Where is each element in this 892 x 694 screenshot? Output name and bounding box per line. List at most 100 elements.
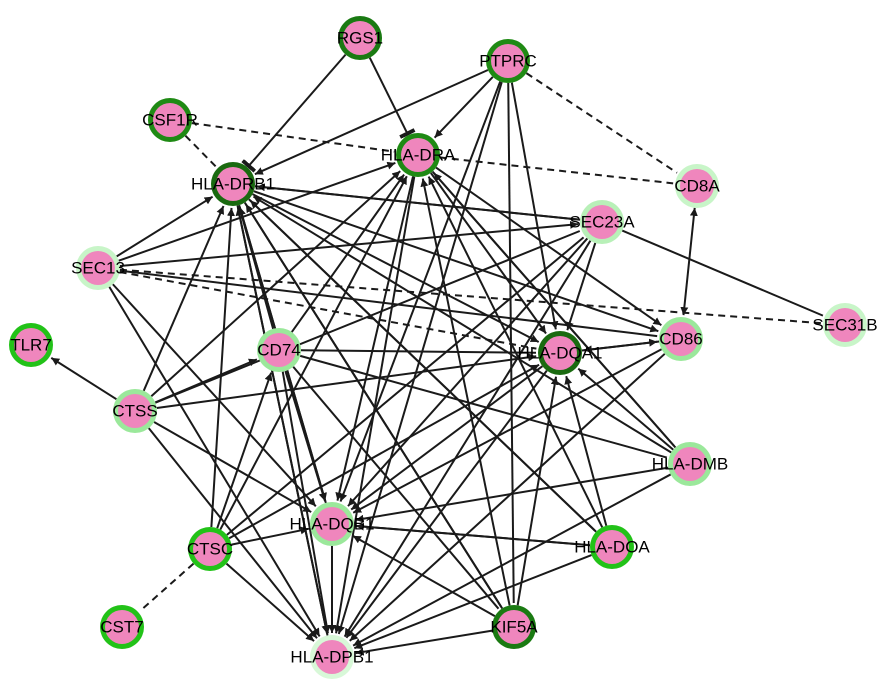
edge-kif5a-to-hla-dqa1 (516, 376, 559, 606)
node-cst7[interactable]: CST7 (100, 605, 144, 649)
edge-rgs1-to-hla-dra (368, 57, 416, 139)
node-core (664, 322, 698, 356)
edge-ctss-to-hla-dqb1 (153, 421, 312, 513)
node-rgs1[interactable]: RGS1 (337, 16, 383, 60)
edge-hla-dpb1-to-hla-drb1 (235, 207, 329, 636)
node-core (343, 21, 377, 55)
node-core (81, 251, 115, 285)
node-tlr7[interactable]: TLR7 (9, 323, 53, 367)
node-core (491, 44, 525, 78)
node-label: CD86 (659, 330, 702, 349)
edge-ctsc-to-hla-dra (219, 175, 408, 531)
edge-ctss-to-hla-dra (150, 170, 401, 397)
node-kif5a[interactable]: KIF5A (490, 605, 538, 649)
node-csf1r[interactable]: CSF1R (142, 98, 198, 142)
edge-ctss-to-hla-dpb1 (147, 427, 318, 639)
edge-ptprc-to-hla-dqa1 (510, 82, 559, 330)
edge-sec23a-to-sec31b (621, 229, 824, 317)
edge-ptprc-to-hla-dra (433, 76, 494, 139)
edge-cd74-to-hla-dpb1 (281, 371, 331, 634)
node-label: HLA-DRA (381, 146, 456, 165)
node-core (216, 167, 250, 201)
edge-hla-dmb-to-hla-dpb1 (352, 473, 672, 647)
node-core (193, 532, 227, 566)
edge-kif5a-to-hla-dqb1 (352, 534, 496, 618)
node-core (262, 333, 296, 367)
node-ctss[interactable]: CTSS (112, 389, 158, 433)
edge-ctss-to-hla-drb1 (142, 205, 225, 392)
edge-sec13-to-hla-dqb1 (112, 283, 317, 507)
node-label: CD74 (257, 341, 300, 360)
node-label: HLA-DMB (652, 455, 729, 474)
node-cd8a[interactable]: CD8A (674, 164, 720, 208)
node-sec23a[interactable]: SEC23A (569, 200, 635, 244)
node-label: TLR7 (10, 336, 52, 355)
node-sec31b[interactable]: SEC31B (812, 303, 878, 347)
edge-cd74-to-kif5a (292, 366, 500, 610)
node-label: HLA-DQB1 (289, 515, 374, 534)
node-label: CST7 (100, 618, 143, 637)
node-ptprc[interactable]: PTPRC (479, 39, 537, 83)
node-hla-doa[interactable]: HLA-DOA (574, 525, 650, 569)
edge-kif5a-to-hla-drb1 (245, 203, 504, 609)
node-label: CTSS (112, 402, 157, 421)
node-hla-dqb1[interactable]: HLA-DQB1 (289, 502, 375, 546)
edge-hla-dra-to-hla-dqb1 (335, 176, 414, 501)
node-label: CTSC (187, 540, 233, 559)
node-core (118, 394, 152, 428)
edge-ptprc-to-hla-dqb1 (339, 81, 502, 502)
node-cd74[interactable]: CD74 (257, 328, 301, 372)
edge-sec13-to-sec31b (119, 268, 822, 325)
node-hla-drb1[interactable]: HLA-DRB1 (191, 162, 275, 206)
edge-ctsc-to-hla-dqa1 (228, 363, 540, 540)
edge-cd74-to-hla-dmb (299, 354, 668, 459)
node-label: KIF5A (490, 618, 538, 637)
edge-rgs1-to-hla-drb1 (241, 53, 347, 173)
edge-hla-dra-to-cd86 (435, 166, 662, 327)
node-label: SEC13 (71, 259, 125, 278)
edge-cd86-to-hla-dqb1 (352, 348, 663, 514)
edge-hla-dra-to-cd8a (439, 156, 674, 185)
edge-ctss-to-tlr7 (50, 357, 117, 401)
node-hla-dmb[interactable]: HLA-DMB (652, 442, 729, 486)
node-core (105, 610, 139, 644)
edge-ctsc-to-cd74 (216, 372, 273, 529)
edge-hla-dmb-to-hla-dqb1 (355, 466, 669, 523)
node-cd86[interactable]: CD86 (659, 317, 703, 361)
edge-cd86-to-hla-dpb1 (349, 353, 666, 642)
node-label: CSF1R (142, 111, 198, 130)
node-label: RGS1 (337, 29, 383, 48)
edge-cd86-to-hla-dqa1 (583, 340, 660, 354)
edge-kif5a-to-hla-dra (420, 178, 511, 606)
edge-hla-drb1-to-cd86 (253, 190, 659, 333)
edge-ctsc-to-hla-dpb1 (225, 562, 315, 642)
node-sec13[interactable]: SEC13 (71, 246, 125, 290)
edge-sec23a-to-hla-dpb1 (343, 240, 592, 638)
edge-sec23a-to-hla-dqa1 (565, 242, 597, 331)
edge-hla-dmb-to-hla-drb1 (252, 195, 672, 454)
edge-sec13-to-sec23a (119, 220, 579, 267)
node-label: HLA-DOA (574, 538, 650, 557)
edge-hla-dra-to-hla-dqa1 (430, 172, 547, 335)
node-label: SEC31B (812, 316, 877, 335)
edge-hla-doa-to-hla-dqa1 (564, 375, 608, 527)
edge-csf1r-to-hla-drb1 (184, 134, 217, 168)
node-hla-dqa1[interactable]: HLA-DQA1 (517, 331, 603, 375)
edge-hla-drb1-to-hla-dqa1 (252, 193, 540, 343)
edges-layer (50, 53, 824, 656)
node-label: SEC23A (569, 213, 635, 232)
edge-sec23a-to-hla-dqb1 (347, 237, 589, 507)
node-ctsc[interactable]: CTSC (187, 527, 233, 571)
node-label: HLA-DPB1 (290, 648, 373, 667)
edge-sec13-to-hla-dpb1 (108, 286, 321, 637)
node-core (315, 507, 349, 541)
edge-hla-dmb-to-hla-dra (433, 172, 677, 449)
edge-csf1r-to-hla-dra (191, 122, 395, 153)
node-hla-dra[interactable]: HLA-DRA (381, 133, 456, 177)
node-core (543, 336, 577, 370)
edge-ctsc-to-cst7 (139, 562, 195, 612)
edge-sec23a-to-hla-drb1 (256, 183, 581, 221)
node-hla-dpb1[interactable]: HLA-DPB1 (290, 635, 374, 679)
node-core (595, 530, 629, 564)
